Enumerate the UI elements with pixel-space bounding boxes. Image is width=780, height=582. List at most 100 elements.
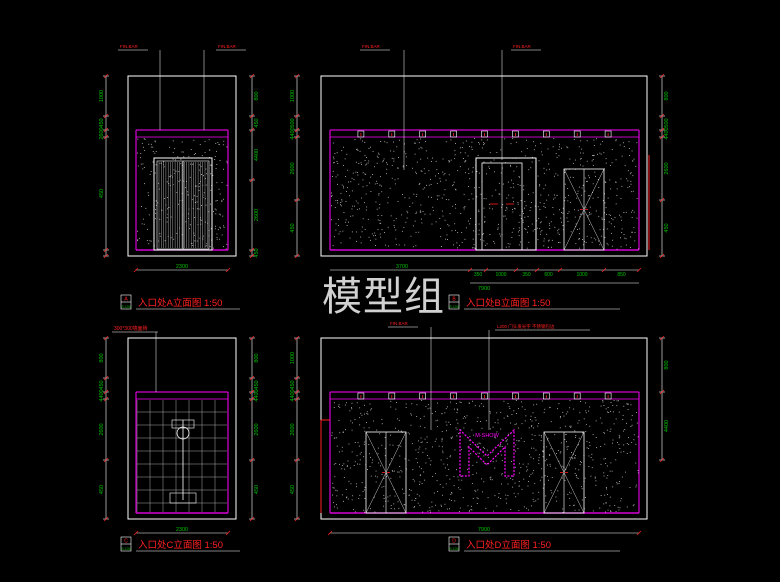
texture-dot	[138, 237, 140, 239]
texture-dot	[609, 431, 611, 432]
texture-dot	[344, 158, 346, 160]
dimension-slash	[103, 253, 109, 259]
texture-dot	[568, 194, 569, 196]
texture-dot	[332, 245, 334, 247]
texture-dot	[477, 154, 479, 156]
texture-dot	[137, 152, 138, 154]
texture-dot	[404, 458, 406, 460]
texture-dot	[158, 188, 160, 190]
texture-dot	[635, 443, 637, 445]
texture-dot	[419, 210, 421, 212]
texture-dot	[378, 193, 380, 195]
texture-dot	[549, 455, 551, 456]
texture-dot	[611, 470, 613, 472]
texture-dot	[140, 153, 142, 154]
texture-dot	[513, 207, 515, 209]
dimension-slash	[249, 375, 255, 381]
texture-dot	[399, 139, 400, 141]
texture-dot	[435, 504, 437, 506]
texture-dot	[352, 172, 354, 174]
texture-dot	[558, 460, 560, 462]
texture-dot	[610, 223, 612, 225]
texture-dot	[439, 177, 441, 179]
texture-dot	[217, 229, 219, 231]
texture-dot	[622, 419, 624, 420]
texture-dot	[415, 498, 417, 499]
texture-dot	[209, 157, 211, 158]
texture-dot	[172, 151, 174, 153]
texture-dot	[369, 453, 370, 455]
texture-dot	[148, 143, 150, 145]
texture-dot	[454, 408, 455, 410]
texture-dot	[530, 202, 532, 203]
texture-dot	[630, 404, 632, 406]
texture-dot	[463, 427, 465, 429]
texture-dot	[457, 476, 459, 478]
texture-dot	[450, 139, 452, 141]
texture-dot	[632, 505, 634, 507]
texture-dot	[441, 438, 443, 440]
texture-dot	[632, 210, 634, 211]
texture-dot	[360, 242, 362, 244]
texture-dot	[465, 160, 467, 162]
texture-dot	[500, 411, 502, 413]
texture-dot	[397, 418, 398, 420]
texture-dot	[421, 147, 423, 149]
texture-dot	[578, 146, 580, 148]
texture-dot	[357, 174, 359, 176]
texture-dot	[490, 428, 491, 430]
texture-dot	[393, 150, 395, 152]
texture-dot	[433, 492, 435, 494]
texture-dot	[181, 234, 183, 236]
texture-dot	[148, 243, 150, 245]
texture-dot	[498, 223, 499, 225]
texture-dot	[444, 412, 446, 414]
ceiling-light-fixture	[512, 392, 519, 400]
texture-dot	[357, 463, 358, 465]
texture-dot	[360, 451, 362, 453]
texture-dot	[390, 477, 392, 479]
texture-dot	[214, 208, 216, 210]
texture-dot	[513, 186, 515, 188]
texture-dot	[558, 149, 560, 150]
texture-dot	[476, 497, 478, 499]
texture-dot	[589, 425, 591, 427]
texture-dot	[509, 243, 511, 245]
texture-dot	[543, 412, 545, 413]
texture-dot	[612, 239, 613, 241]
texture-dot	[438, 195, 440, 197]
texture-dot	[582, 165, 584, 167]
texture-dot	[409, 206, 411, 207]
dimension-slash	[659, 127, 665, 133]
texture-dot	[336, 161, 338, 162]
texture-dot	[144, 150, 146, 151]
texture-dot	[446, 234, 448, 236]
texture-dot	[460, 213, 462, 214]
texture-dot	[503, 400, 505, 402]
texture-dot	[619, 144, 621, 146]
texture-dot	[544, 475, 546, 477]
texture-dot	[632, 190, 634, 192]
texture-dot	[376, 476, 378, 478]
texture-dot	[631, 442, 633, 443]
texture-dot	[348, 181, 349, 183]
texture-dot	[505, 498, 507, 500]
glass-door-right	[543, 431, 585, 514]
texture-dot	[359, 150, 361, 152]
texture-dot	[545, 184, 546, 186]
texture-dot	[603, 503, 605, 505]
texture-dot	[495, 189, 497, 191]
texture-dot	[356, 148, 358, 150]
texture-dot	[193, 154, 195, 155]
texture-dot	[359, 453, 361, 455]
texture-dot	[445, 408, 447, 410]
texture-dot	[404, 143, 405, 145]
texture-dot	[493, 241, 495, 242]
texture-dot	[578, 509, 580, 511]
callout-left: FIN.BAR	[118, 44, 161, 130]
texture-dot	[152, 151, 154, 152]
texture-dot	[380, 465, 381, 467]
texture-dot	[518, 231, 519, 233]
texture-dot	[457, 422, 459, 424]
texture-dot	[548, 194, 550, 196]
